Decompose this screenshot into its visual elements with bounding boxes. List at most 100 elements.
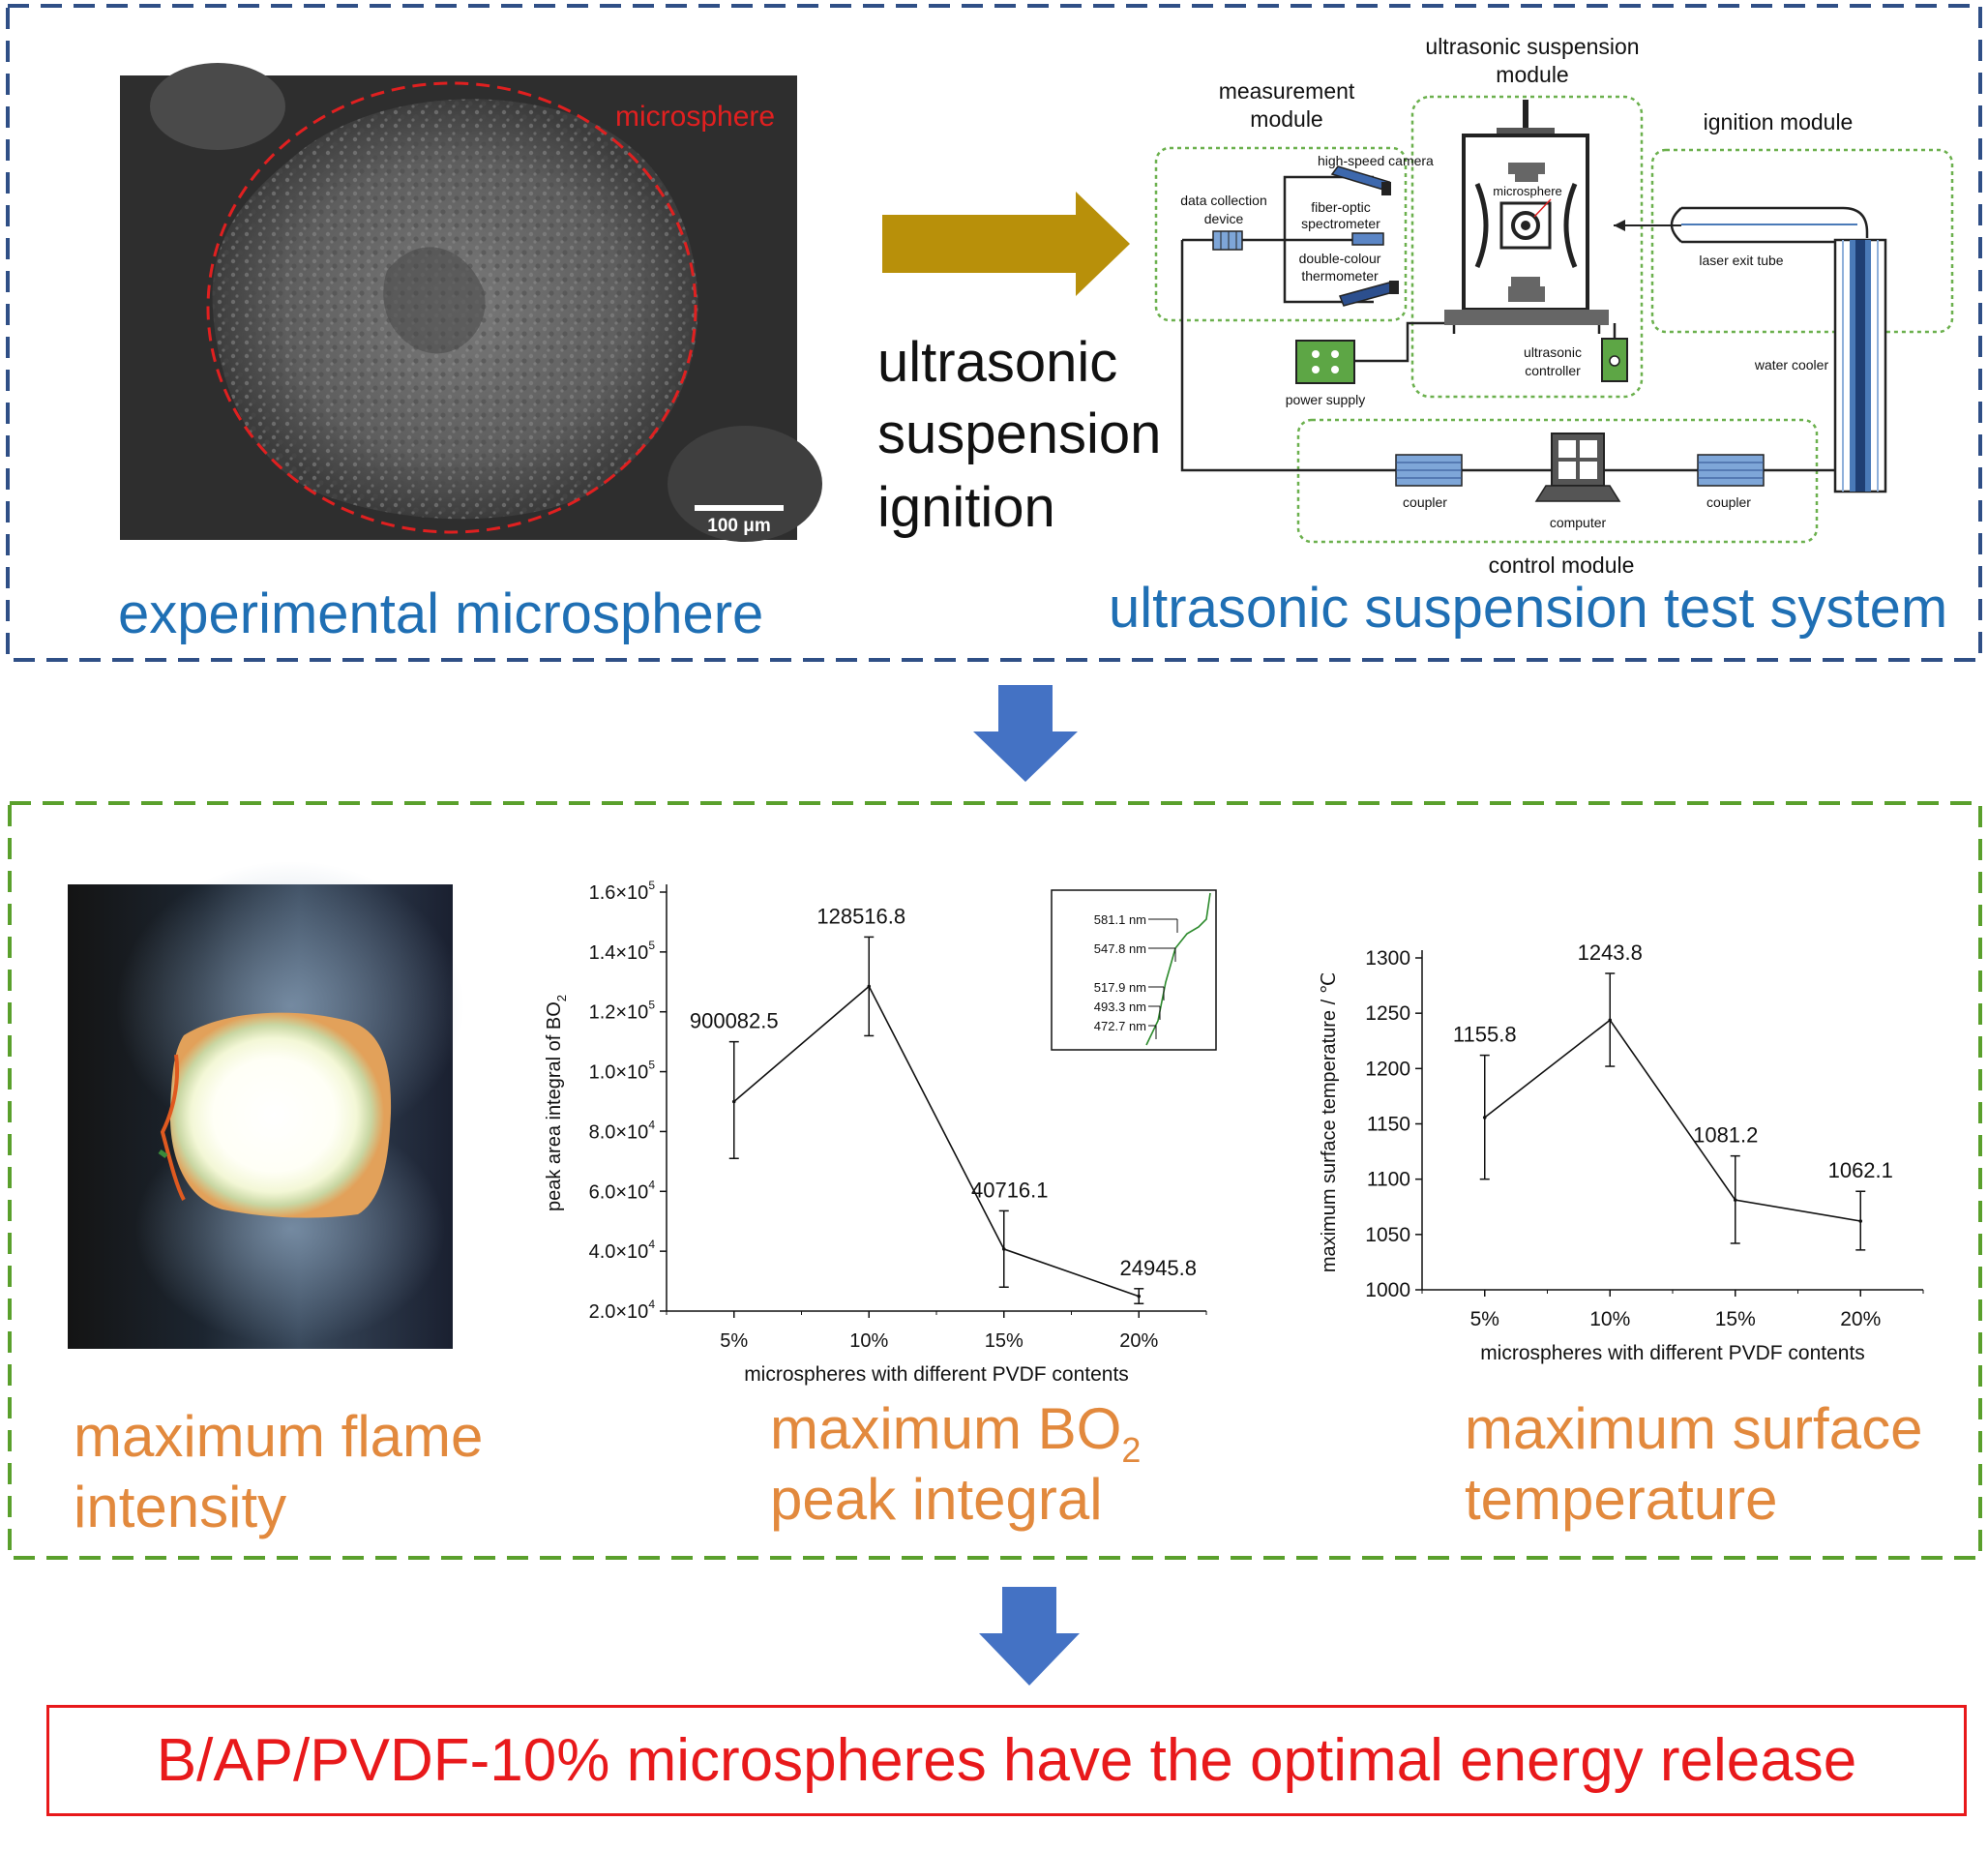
data-point <box>1001 1247 1006 1251</box>
fiber-optic-spectrometer-icon <box>1351 232 1384 246</box>
fiber-optic-label-1: fiber-optic <box>1311 199 1370 215</box>
suspension-module-box <box>1410 95 1644 399</box>
blue-arrow-2 <box>979 1587 1080 1686</box>
y-tick-label: 1050 <box>1365 1224 1410 1246</box>
caption-temp-line-1: maximum surface <box>1465 1396 1922 1461</box>
x-tick-label: 5% <box>1470 1308 1499 1330</box>
x-tick-label: 5% <box>720 1330 748 1352</box>
ignition-module-label: ignition module <box>1704 109 1854 134</box>
y-tick-label: 1150 <box>1367 1114 1410 1136</box>
laser-exit-tube-label: laser exit tube <box>1699 253 1783 268</box>
computer-icon <box>1534 433 1621 502</box>
arrow-text-line-2: suspension <box>877 403 1161 465</box>
coupler-right-icon <box>1697 454 1765 487</box>
ultrasonic-controller-label-2: controller <box>1525 363 1581 378</box>
data-point <box>1858 1219 1863 1223</box>
x-tick-label: 20% <box>1119 1330 1158 1352</box>
sem-image: microsphere 100 μm <box>120 63 822 542</box>
series-line <box>1484 1019 1861 1222</box>
coupler-left-icon <box>1395 454 1463 487</box>
x-tick-label: 10% <box>1589 1308 1630 1330</box>
high-speed-camera-label: high-speed camera <box>1318 153 1434 168</box>
inset-spectrum-curve <box>1145 892 1211 1046</box>
inset-wavelength-label: 581.1 nm <box>1094 912 1146 927</box>
scale-bar-label: 100 μm <box>707 516 771 536</box>
sem-microsphere-label: microsphere <box>615 101 775 133</box>
data-point <box>1733 1198 1737 1202</box>
data-collection-label-2: device <box>1204 211 1244 226</box>
inset-wavelength-label: 547.8 nm <box>1094 941 1146 956</box>
conclusion-box: B/AP/PVDF-10% microspheres have the opti… <box>46 1705 1967 1816</box>
x-tick-label: 15% <box>985 1330 1024 1352</box>
data-label: 40716.1 <box>971 1178 1049 1202</box>
y-tick-label: 1250 <box>1365 1002 1410 1025</box>
double-colour-label-1: double-colour <box>1299 251 1381 266</box>
control-module-label: control module <box>1489 552 1635 578</box>
sem-highlight-circle <box>206 81 697 534</box>
computer-label: computer <box>1550 515 1607 530</box>
data-label: 1081.2 <box>1693 1123 1758 1148</box>
data-point <box>867 984 872 989</box>
data-label: 900082.5 <box>690 1009 779 1033</box>
y-tick-label: 1200 <box>1365 1058 1410 1080</box>
flame-image <box>68 861 464 1349</box>
y-tick-label: 1000 <box>1365 1279 1410 1301</box>
power-supply-icon <box>1295 340 1355 384</box>
caption-flame-line-1: maximum flame <box>74 1404 483 1469</box>
y-tick-label: 1.6×105 <box>589 879 656 904</box>
measurement-module-box <box>1154 146 1408 322</box>
measurement-module-label-2: module <box>1250 106 1322 132</box>
data-collection-label-1: data collection <box>1180 193 1267 208</box>
caption-temp-line-2: temperature <box>1465 1467 1778 1532</box>
scale-bar <box>695 505 784 511</box>
data-label: 1243.8 <box>1578 940 1643 965</box>
data-collection-device-icon <box>1212 230 1243 251</box>
y-axis-title: maximum surface temperature / ℃ <box>1319 972 1340 1272</box>
inset-wavelength-label: 472.7 nm <box>1094 1019 1146 1033</box>
caption-experimental-microsphere: experimental microsphere <box>118 582 763 645</box>
high-speed-camera-icon <box>1330 165 1391 195</box>
caption-flame-line-2: intensity <box>74 1475 286 1539</box>
blue-arrow-1 <box>973 685 1078 782</box>
y-tick-label: 8.0×104 <box>589 1118 656 1143</box>
control-module-box <box>1296 418 1819 544</box>
y-tick-label: 1.4×105 <box>589 939 656 964</box>
inset-wavelength-label: 517.9 nm <box>1094 980 1146 995</box>
caption-bo2-sub: 2 <box>1121 1430 1141 1470</box>
data-label: 1062.1 <box>1828 1158 1893 1182</box>
data-label: 24945.8 <box>1119 1256 1197 1280</box>
x-axis-title: microspheres with different PVDF content… <box>1480 1342 1865 1364</box>
data-label: 128516.8 <box>816 904 905 928</box>
data-label: 1155.8 <box>1453 1023 1517 1047</box>
y-tick-label: 1300 <box>1365 947 1410 970</box>
conclusion-text: B/AP/PVDF-10% microspheres have the opti… <box>156 1727 1857 1794</box>
middle-panel-border <box>8 801 1982 1560</box>
temperature-chart: 10001050110011501200125013005%10%15%20%1… <box>1319 940 1924 1364</box>
thermometer-icon <box>1338 281 1399 307</box>
y-tick-label: 4.0×104 <box>589 1238 656 1263</box>
suspension-module-label-2: module <box>1496 62 1568 87</box>
caption-bo2-line-1: maximum BO2 <box>770 1396 1141 1470</box>
ultrasonic-controller-label-1: ultrasonic <box>1524 344 1582 360</box>
y-tick-label: 1.2×105 <box>589 999 656 1024</box>
coupler-right-label: coupler <box>1706 494 1751 510</box>
bo2-chart: 2.0×1044.0×1046.0×1048.0×1041.0×1051.2×1… <box>544 879 1217 1386</box>
water-cooler-label: water cooler <box>1754 357 1829 373</box>
data-point <box>1608 1018 1613 1023</box>
arrow-text-line-3: ignition <box>877 476 1055 539</box>
power-supply-label: power supply <box>1286 392 1366 407</box>
x-tick-label: 10% <box>849 1330 888 1352</box>
y-tick-label: 1.0×105 <box>589 1059 656 1084</box>
inset-wavelength-label: 493.3 nm <box>1094 1000 1146 1014</box>
caption-test-system: ultrasonic suspension test system <box>1109 577 1947 640</box>
y-axis-title: peak area integral of BO2 <box>544 995 569 1211</box>
x-tick-label: 20% <box>1840 1308 1881 1330</box>
x-axis-title: microspheres with different PVDF content… <box>744 1363 1129 1386</box>
coupler-left-label: coupler <box>1403 494 1447 510</box>
ignition-module-box <box>1650 148 1954 334</box>
gold-arrow <box>882 192 1130 296</box>
y-tick-label: 1100 <box>1367 1169 1410 1191</box>
double-colour-label-2: thermometer <box>1301 268 1379 284</box>
microsphere-label: microsphere <box>1493 184 1562 198</box>
measurement-module-label-1: measurement <box>1219 78 1355 104</box>
